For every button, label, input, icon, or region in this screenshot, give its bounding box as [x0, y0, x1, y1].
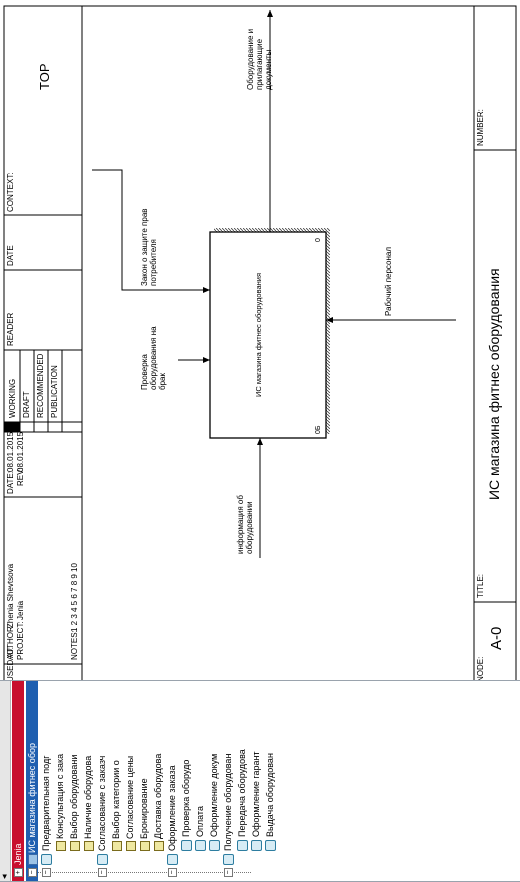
context-value: TOP	[37, 63, 52, 91]
diagram-frame-lines	[3, 5, 517, 685]
control-check-arrow-head	[203, 357, 210, 363]
activity-icon	[140, 841, 150, 851]
tree-item-label: Оплата	[195, 806, 205, 837]
mechanism-staff-label: Рабочий персонал	[384, 246, 393, 316]
activity-icon	[84, 841, 94, 851]
diagram-icon	[237, 840, 248, 851]
collapse-model-icon[interactable]: −	[28, 868, 37, 877]
control-check-label: Проверка оборудования на брак	[140, 326, 167, 390]
diagram-icon	[209, 840, 220, 851]
diagram-icon	[97, 854, 108, 865]
tree-item-label: Выбор категории о	[111, 760, 121, 839]
rev-value: 08.01.2015	[16, 431, 25, 472]
notes-label: NOTES:	[70, 630, 79, 660]
diagram-icon	[251, 840, 262, 851]
model-folder-icon	[28, 854, 38, 865]
diagram-icon	[181, 840, 192, 851]
status-draft: DRAFT	[22, 391, 31, 418]
tree-item-label: Оформление докум	[209, 753, 219, 837]
tree-item-label: Выбор оборудовани	[69, 754, 79, 839]
status-working: WORKING	[8, 378, 17, 418]
tree-item-label: Наличие оборудова	[83, 755, 93, 839]
project-value: Jenia	[16, 600, 25, 620]
output-arrow-head	[267, 10, 273, 17]
mechanism-arrow-head	[326, 317, 333, 323]
tree-root-label: Jenia	[13, 843, 23, 865]
tree-item-label: Оформление заказа	[167, 765, 177, 851]
tree-item-label: Выдача оборудован	[265, 753, 275, 837]
model-explorer-panel[interactable]: ◂ + Jenia − ИС магазина фитнес обор − Пр…	[0, 680, 520, 882]
activity-icon	[126, 841, 136, 851]
tree-item-label: Консультация с зака	[55, 753, 65, 839]
explorer-scrollbar[interactable]: ◂	[0, 681, 11, 881]
date-column-label: DATE	[6, 245, 15, 266]
context-label: CONTEXT:	[6, 172, 15, 212]
control-law-arrow-line[interactable]	[92, 169, 210, 291]
tree-item-label: Передача оборудова	[237, 749, 247, 837]
diagram-icon	[167, 854, 178, 865]
activity-icon	[154, 841, 164, 851]
tree-model-label: ИС магазина фитнес обор	[27, 743, 37, 853]
collapse-item-icon[interactable]: −	[224, 868, 233, 877]
activity-box-number: 0	[315, 238, 322, 242]
input-info-label: информация об оборудовании	[236, 495, 254, 554]
tree-item-label: Согласование цены	[125, 755, 135, 839]
tree-item-label: Предварительная подг	[41, 755, 51, 851]
tree-connector	[38, 872, 251, 873]
diagram-icon	[265, 840, 276, 851]
tree-item-label: Бронирование	[139, 778, 149, 839]
title-label: TITLE:	[476, 573, 485, 598]
activity-icon	[56, 841, 66, 851]
diagram-icon	[195, 840, 206, 851]
activity-box-label: ИС магазина фитнес оборудования	[254, 272, 263, 398]
author-value: Zhenia Shevtsova	[6, 563, 15, 628]
activity-icon	[112, 841, 122, 851]
output-equipment-label: Оборудование и прилагающие документы	[246, 28, 273, 90]
reader-label: READER	[6, 312, 15, 346]
diagram-sheet: USED AT: AUTHOR: Zhenia Shevtsova PROJEC…	[3, 5, 517, 685]
activity-icon	[70, 841, 80, 851]
date-label: DATE:	[6, 471, 15, 494]
status-recommended: RECOMMENDED	[36, 353, 45, 418]
activity-box[interactable]	[209, 231, 327, 439]
node-label: NODE:	[476, 656, 485, 682]
title-value: ИС магазина фитнес оборудования	[486, 268, 502, 500]
expand-root-icon[interactable]: +	[14, 868, 23, 877]
tree-item-label: Доставка оборудова	[153, 753, 163, 839]
tree-model-row[interactable]: − ИС магазина фитнес обор	[26, 681, 38, 881]
tree-root-row[interactable]: + Jenia	[12, 681, 24, 881]
diagram-icon	[223, 854, 234, 865]
input-arrow-head	[257, 438, 263, 445]
idef0-diagram-canvas: USED AT: AUTHOR: Zhenia Shevtsova PROJEC…	[3, 5, 517, 685]
activity-box-cost: 0Б	[315, 425, 322, 435]
tree-item-label: Проверка оборудо	[181, 759, 191, 837]
control-law-arrow-head	[203, 287, 210, 293]
collapse-item-icon[interactable]: −	[42, 868, 51, 877]
notes-value: 1 2 3 4 5 6 7 8 9 10	[70, 563, 79, 632]
tree-item-label: Согласование с заказч	[97, 755, 107, 851]
tree-item-label: Оформление гарант	[251, 751, 261, 837]
tree-item-label: Получение оборудован	[223, 753, 233, 851]
collapse-item-icon[interactable]: −	[168, 868, 177, 877]
node-value: A-0	[488, 626, 505, 650]
diagram-icon	[41, 854, 52, 865]
author-label: AUTHOR:	[6, 624, 15, 660]
date-value: 08.01.2015	[6, 431, 15, 472]
working-status-mark	[4, 422, 20, 432]
scroll-left-icon[interactable]: ◂	[0, 874, 9, 879]
collapse-item-icon[interactable]: −	[98, 868, 107, 877]
status-publication: PUBLICATION	[50, 365, 59, 418]
project-label: PROJECT:	[16, 621, 25, 660]
number-label: NUMBER:	[476, 109, 485, 146]
control-law-label: Закон о защите прав потребителя	[140, 208, 158, 286]
